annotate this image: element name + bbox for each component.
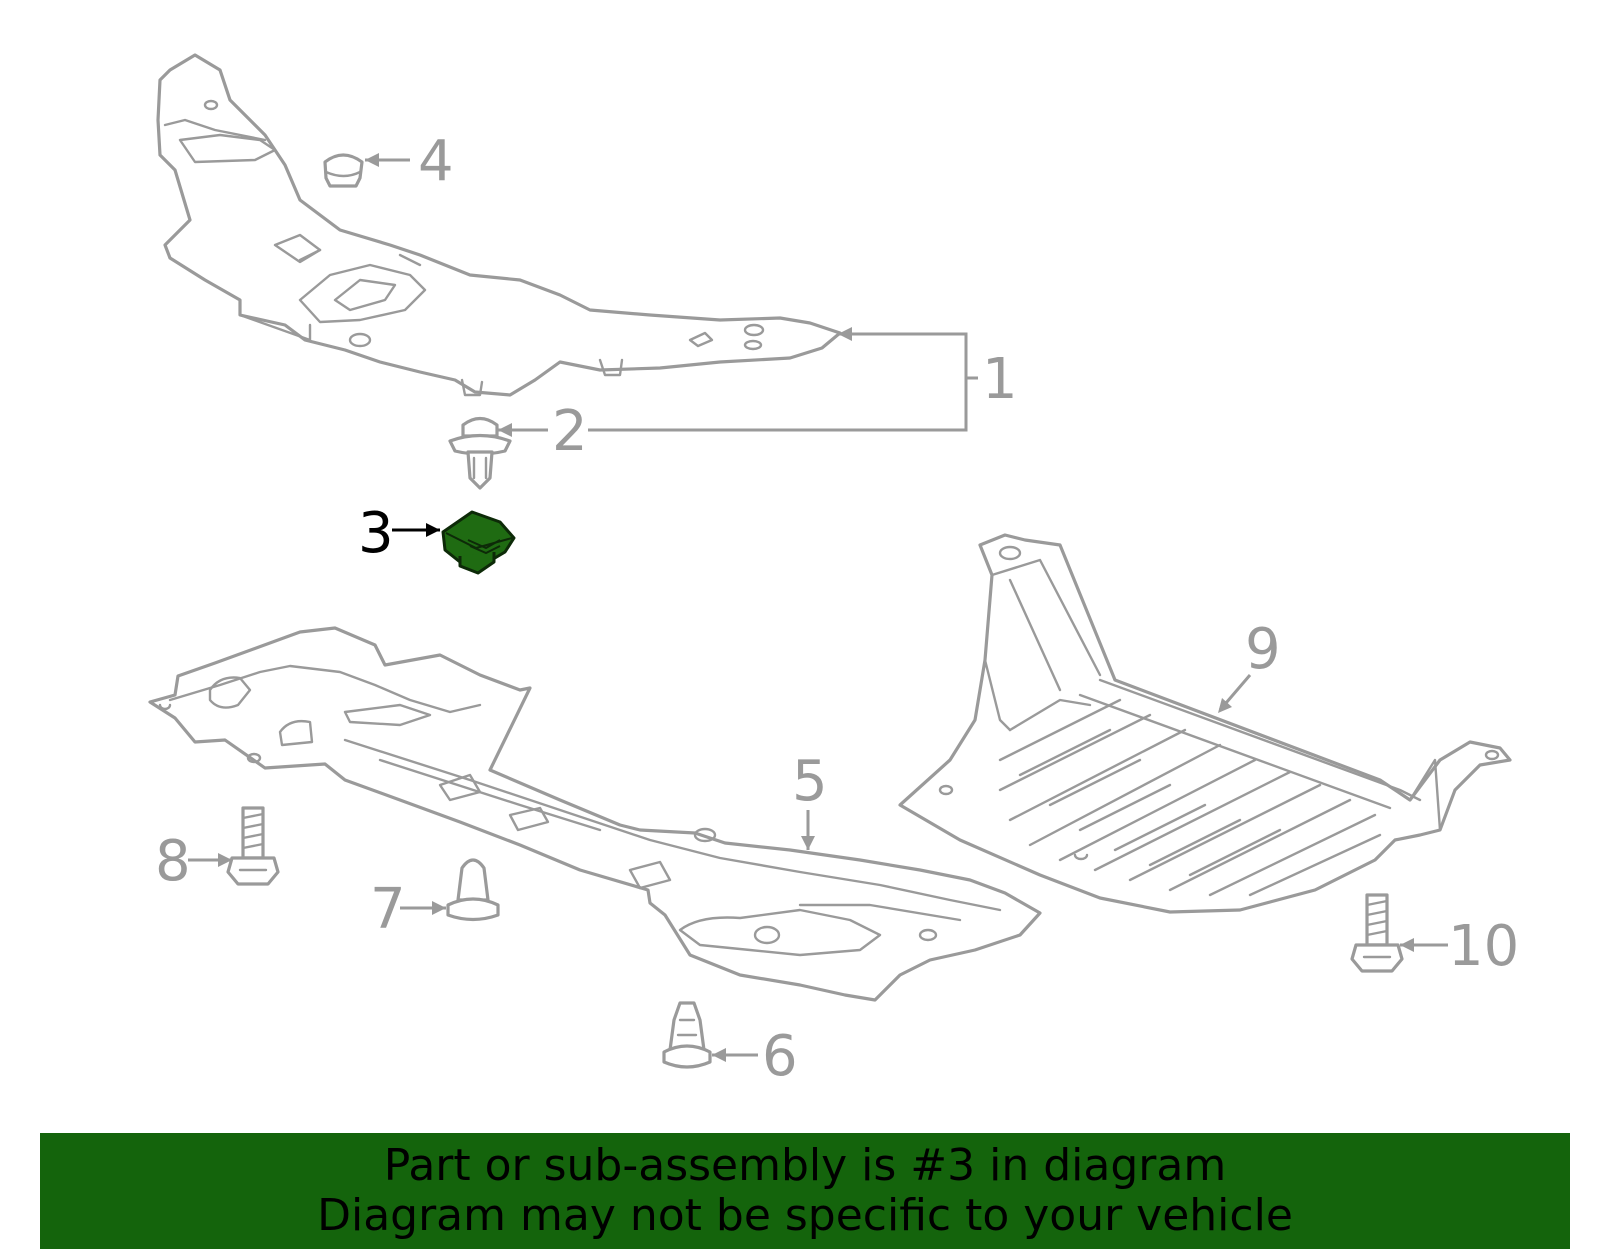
callout-3: 3 [358, 501, 394, 566]
callout-8: 8 [155, 829, 191, 894]
banner-line-part-note: Part or sub-assembly is #3 in diagram [383, 1140, 1227, 1191]
callout-7: 7 [370, 877, 406, 942]
part-4-plug [323, 153, 364, 188]
leader-lines [188, 153, 1448, 1062]
callout-4: 4 [418, 129, 454, 194]
part-2-push-clip [448, 416, 512, 490]
part-3-highlighted-clip [441, 510, 516, 575]
callout-1: 1 [982, 347, 1018, 412]
part-6-clip [662, 1001, 712, 1069]
callout-2: 2 [552, 399, 588, 464]
callout-5: 5 [792, 749, 828, 814]
part-5-engine-undercover [148, 626, 1042, 1002]
part-7-push-pin [446, 858, 500, 922]
part-10-bolt [1350, 893, 1404, 973]
callout-9: 9 [1245, 617, 1281, 682]
callout-10: 10 [1448, 914, 1519, 979]
info-banner: Part or sub-assembly is #3 in diagram Di… [40, 1133, 1570, 1249]
banner-line-disclaimer: Diagram may not be specific to your vehi… [317, 1190, 1293, 1241]
part-9-rear-undercover [898, 533, 1512, 914]
part-1-splash-shield [156, 53, 842, 397]
part-8-bolt [226, 806, 280, 886]
callout-6: 6 [762, 1024, 798, 1089]
